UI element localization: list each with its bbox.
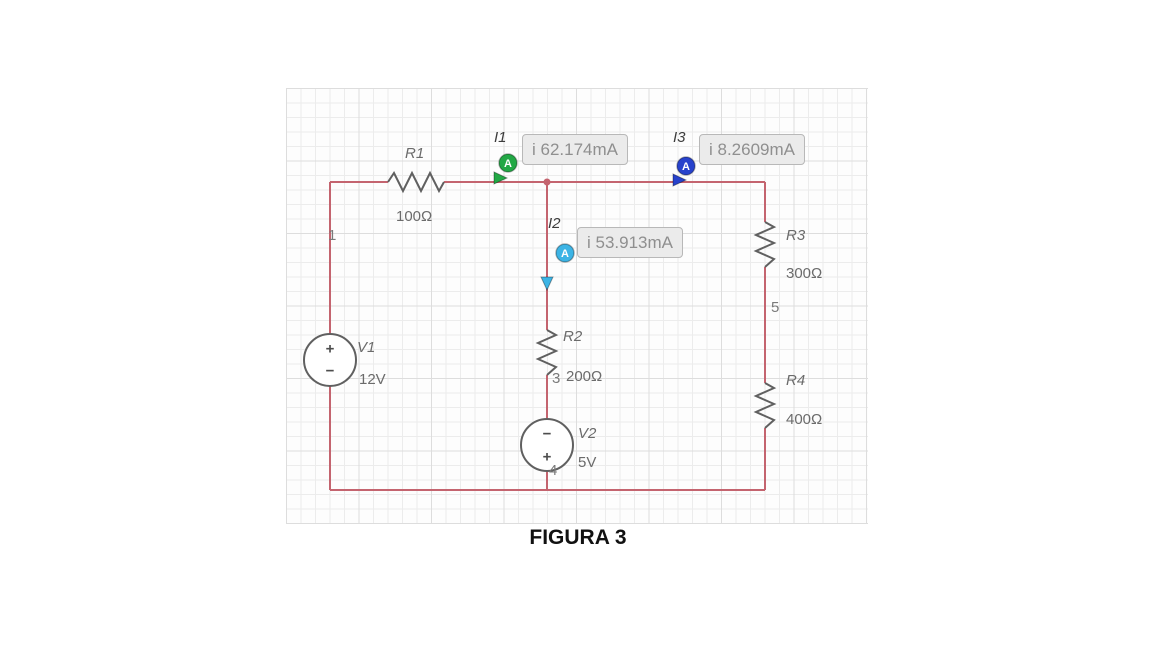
i3-label: I3 xyxy=(673,129,686,146)
figure-caption: FIGURA 3 xyxy=(529,526,627,549)
voltage-source-v2[interactable] xyxy=(520,418,574,472)
ammeter-badge-letter: A xyxy=(504,158,512,170)
v1-label: V1 xyxy=(357,339,376,356)
wires[interactable] xyxy=(329,178,766,491)
current-direction-arrow xyxy=(672,173,688,187)
ammeter-badge[interactable] xyxy=(676,156,696,176)
i2-reading[interactable]: i 53.913mA xyxy=(577,227,683,258)
resistor-zigzag xyxy=(753,221,777,268)
v2-plus-sign: + xyxy=(542,448,552,466)
v1-plus-sign: + xyxy=(325,340,335,358)
r1-label: R1 xyxy=(405,145,425,162)
source-circle xyxy=(520,418,574,472)
wire-net[interactable] xyxy=(329,181,766,491)
v2-label: V2 xyxy=(578,425,597,442)
ammeter-i3[interactable]: A xyxy=(672,156,696,187)
resistor-r1[interactable] xyxy=(387,170,445,194)
i1-label: I1 xyxy=(494,129,507,146)
r3-value: 300Ω xyxy=(786,265,823,282)
r3-label: R3 xyxy=(786,227,806,244)
v2-value: 5V xyxy=(578,454,597,471)
resistor-zigzag xyxy=(753,382,777,429)
v1-minus-sign: − xyxy=(325,362,335,380)
i2-label: I2 xyxy=(548,215,561,232)
resistor-r4[interactable] xyxy=(753,382,777,429)
ammeter-i1[interactable]: A xyxy=(493,153,518,185)
v1-value: 12V xyxy=(359,371,386,388)
ammeter-badge[interactable] xyxy=(555,243,575,263)
node-label-4: 4 xyxy=(549,462,558,479)
current-direction-arrow xyxy=(540,276,554,292)
r2-value: 200Ω xyxy=(566,368,603,385)
junction-dot xyxy=(543,178,551,186)
node-label-5: 5 xyxy=(771,299,780,316)
voltage-source-v1[interactable] xyxy=(303,333,357,387)
current-direction-arrow xyxy=(493,171,509,185)
i1-reading[interactable]: i 62.174mA xyxy=(522,134,628,165)
node-label-1: 1 xyxy=(328,227,337,244)
r4-value: 400Ω xyxy=(786,411,823,428)
ammeter-i2[interactable]: A xyxy=(540,243,575,292)
resistor-zigzag xyxy=(387,170,445,194)
r2-label: R2 xyxy=(563,328,583,345)
ammeter-badge[interactable] xyxy=(498,153,518,173)
source-circle xyxy=(303,333,357,387)
node-label-3: 3 xyxy=(552,370,561,387)
ammeter-badge-letter: A xyxy=(682,161,690,173)
resistor-r3[interactable] xyxy=(753,221,777,268)
resistor-zigzag xyxy=(535,329,559,376)
r4-label: R4 xyxy=(786,372,806,389)
ammeter-badge-letter: A xyxy=(561,248,569,260)
resistor-r2[interactable] xyxy=(535,329,559,376)
r1-value: 100Ω xyxy=(396,208,433,225)
v2-minus-sign: − xyxy=(542,425,552,443)
i3-reading[interactable]: i 8.2609mA xyxy=(699,134,805,165)
